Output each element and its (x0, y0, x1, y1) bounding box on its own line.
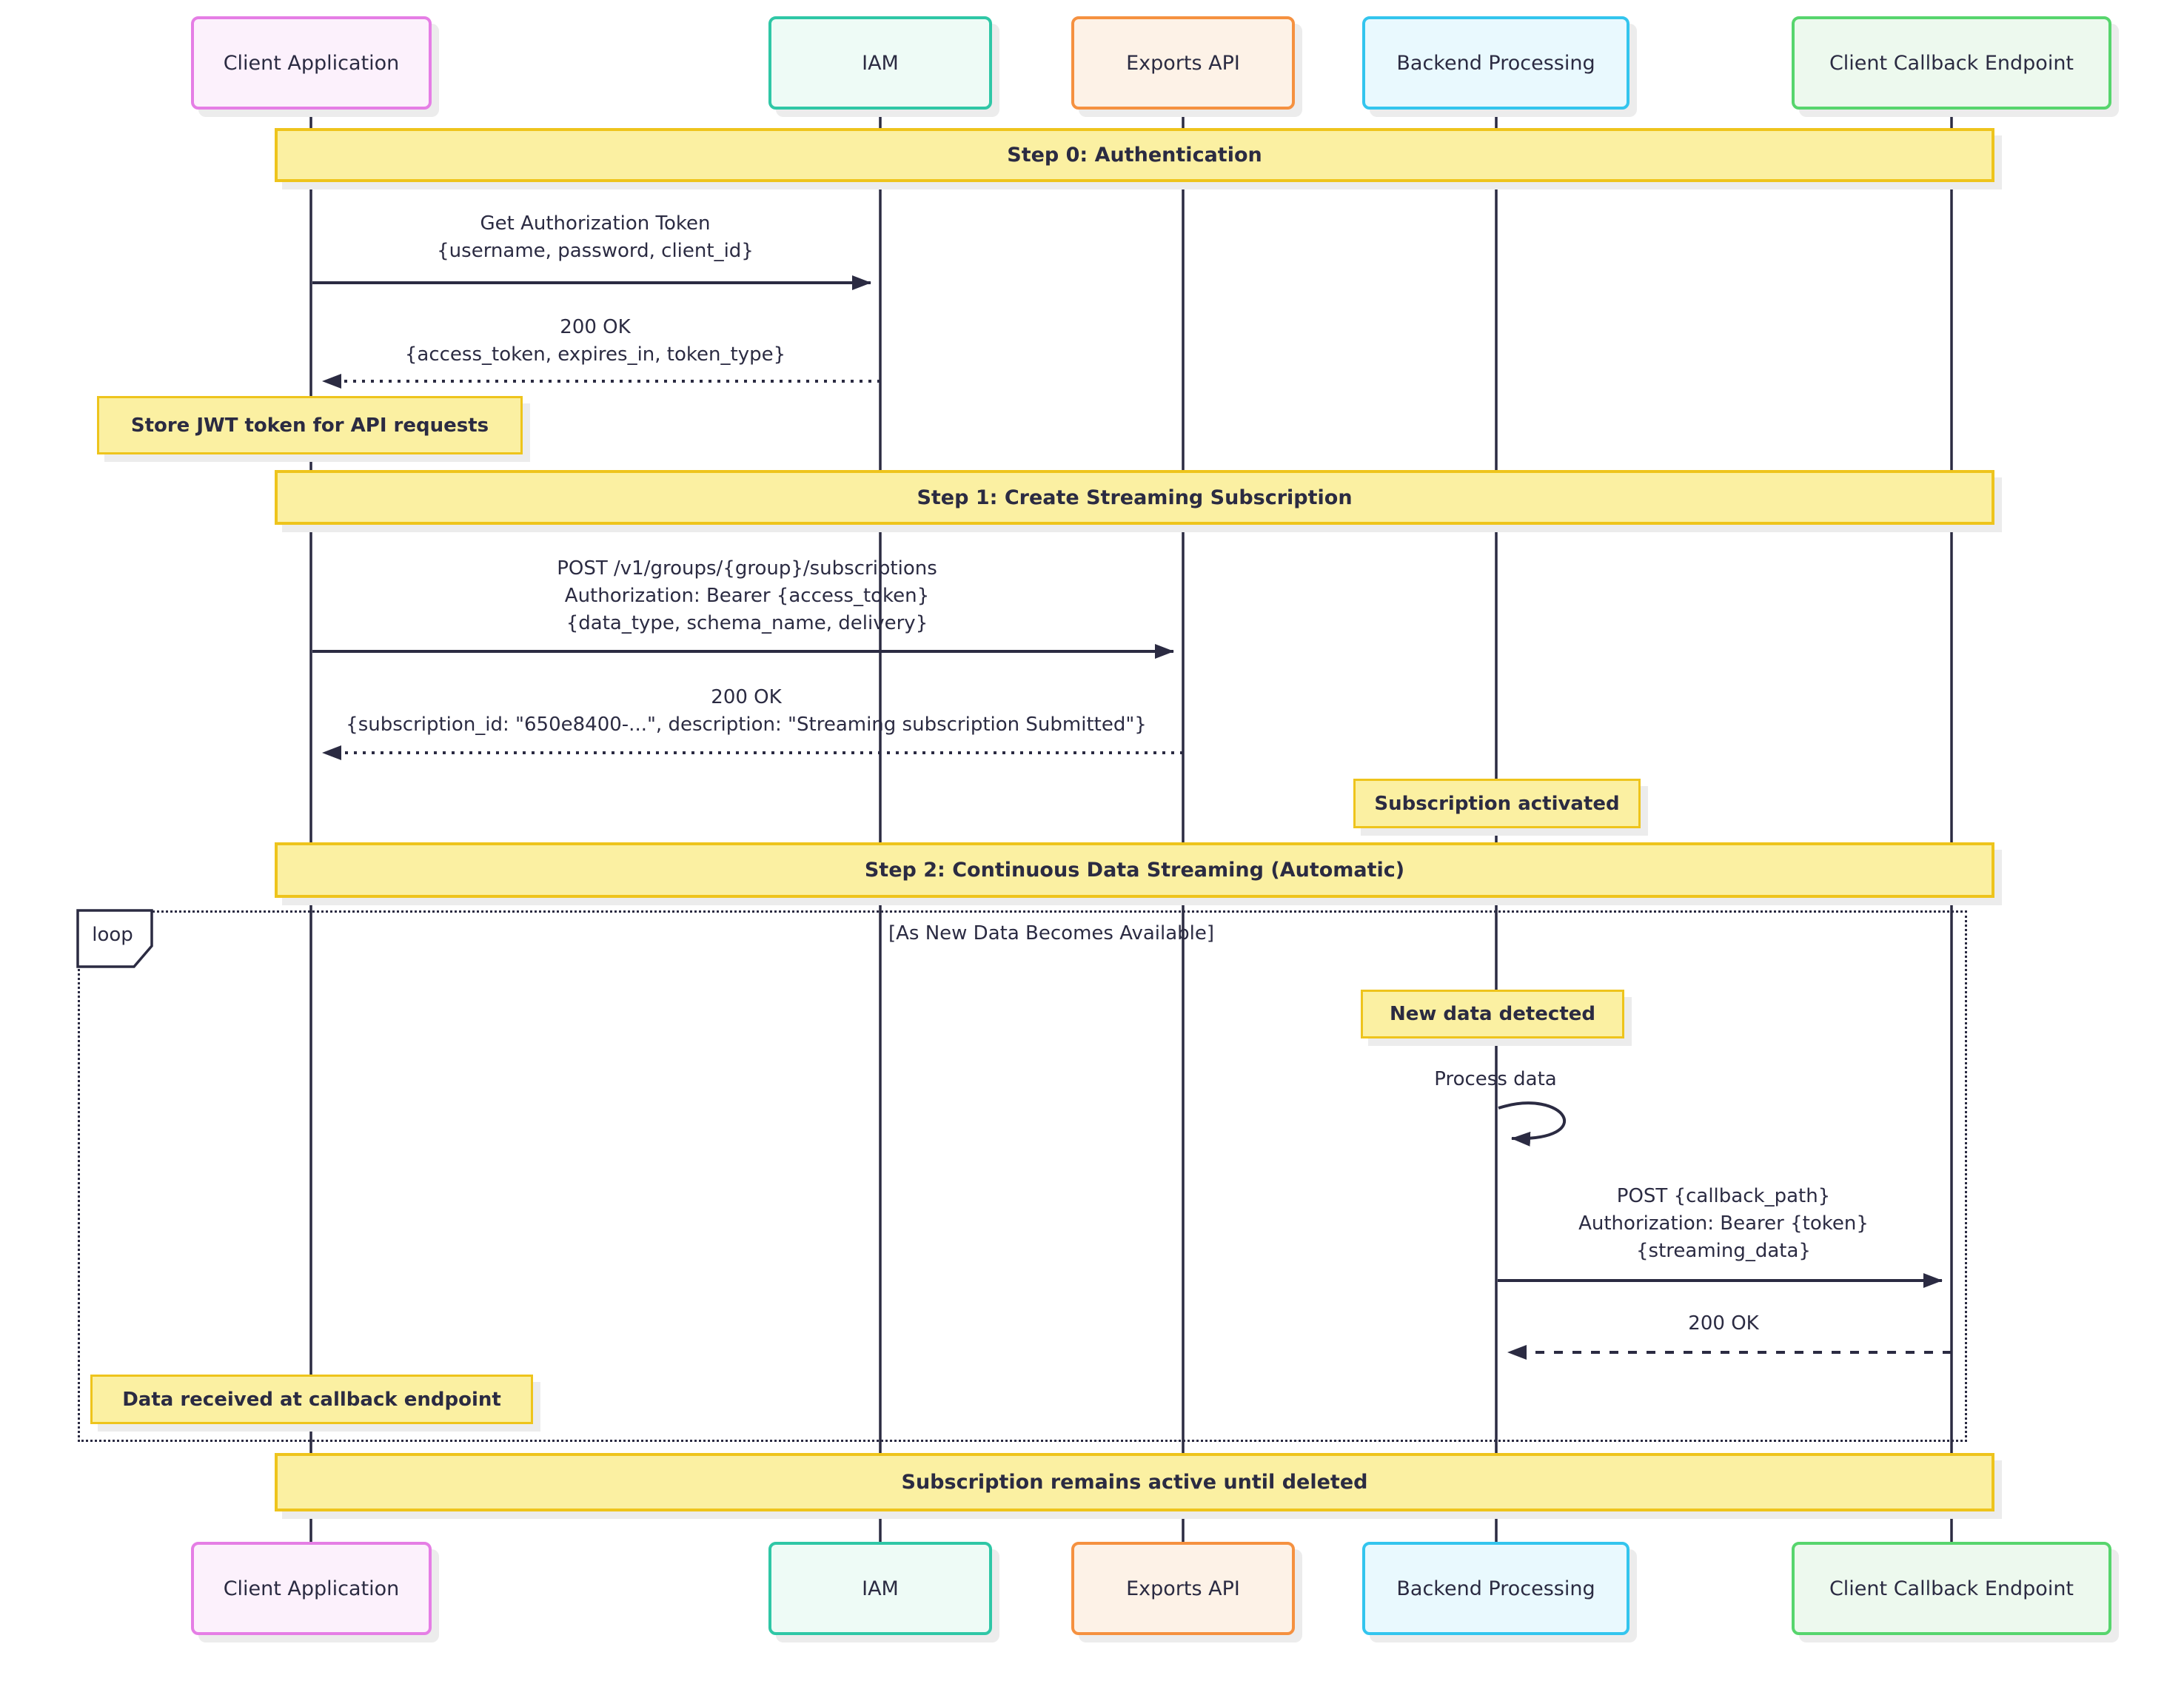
actor-bottom-client-application: Client Application (191, 1542, 432, 1635)
actor-label: IAM (862, 1577, 899, 1600)
message-post-subscriptions: POST /v1/groups/{group}/subscriptions Au… (557, 555, 937, 637)
loop-frame (78, 910, 1967, 1442)
message-line: {subscription_id: "650e8400-...", descri… (346, 714, 1147, 736)
note-data-received: Data received at callback endpoint (90, 1375, 533, 1424)
note-store-jwt-token-text: Store JWT token for API requests (130, 414, 489, 437)
banner-step-1-label: Step 1: Create Streaming Subscription (917, 486, 1353, 509)
message-line: POST /v1/groups/{group}/subscriptions (557, 557, 937, 580)
message-line: POST {callback_path} (1616, 1185, 1831, 1207)
message-callback-200-ok: 200 OK (1688, 1310, 1758, 1338)
loop-label: loop (92, 924, 133, 946)
actor-bottom-backend-processing: Backend Processing (1362, 1542, 1629, 1635)
message-line: 200 OK (560, 316, 631, 338)
actor-label: Client Callback Endpoint (1829, 51, 2074, 75)
actor-label: IAM (862, 51, 899, 75)
note-subscription-activated-text: Subscription activated (1374, 792, 1620, 815)
loop-label-box (76, 909, 153, 968)
message-get-authorization-token: Get Authorization Token {username, passw… (437, 210, 754, 265)
actor-label: Backend Processing (1396, 51, 1595, 75)
message-line: {streaming_data} (1636, 1240, 1811, 1262)
actor-label: Backend Processing (1396, 1577, 1595, 1600)
actor-label: Exports API (1126, 51, 1240, 75)
arrow-process-data-self-loop (1498, 1101, 1567, 1147)
banner-step-2-label: Step 2: Continuous Data Streaming (Autom… (864, 859, 1405, 882)
message-line: Authorization: Bearer {token} (1578, 1212, 1869, 1235)
actor-label: Client Application (223, 51, 400, 75)
banner-step-1: Step 1: Create Streaming Subscription (275, 470, 1994, 525)
message-post-callback: POST {callback_path} Authorization: Bear… (1578, 1183, 1869, 1265)
note-new-data-detected: New data detected (1361, 990, 1624, 1038)
note-store-jwt-token: Store JWT token for API requests (97, 396, 523, 454)
message-auth-200-ok: 200 OK {access_token, expires_in, token_… (405, 314, 785, 369)
actor-top-backend-processing: Backend Processing (1362, 16, 1629, 110)
banner-step-2: Step 2: Continuous Data Streaming (Autom… (275, 842, 1994, 898)
note-data-received-text: Data received at callback endpoint (122, 1388, 501, 1411)
message-line: {username, password, client_id} (437, 240, 754, 262)
message-process-data: Process data (1434, 1066, 1556, 1093)
actor-top-client-application: Client Application (191, 16, 432, 110)
message-line: {access_token, expires_in, token_type} (404, 343, 786, 366)
message-line: {data_type, schema_name, delivery} (566, 612, 928, 634)
message-subscription-200-ok: 200 OK {subscription_id: "650e8400-...",… (346, 684, 1147, 739)
banner-final: Subscription remains active until delete… (275, 1453, 1994, 1511)
actor-top-iam: IAM (768, 16, 992, 110)
actor-label: Client Callback Endpoint (1829, 1577, 2074, 1600)
message-line: Authorization: Bearer {access_token} (564, 585, 930, 607)
note-subscription-activated: Subscription activated (1353, 779, 1641, 828)
banner-final-label: Subscription remains active until delete… (901, 1471, 1368, 1494)
message-line: Get Authorization Token (480, 212, 711, 235)
actor-bottom-client-callback-endpoint: Client Callback Endpoint (1792, 1542, 2111, 1635)
banner-step-0-label: Step 0: Authentication (1007, 144, 1262, 167)
message-line: 200 OK (711, 686, 782, 708)
actor-label: Exports API (1126, 1577, 1240, 1600)
actor-top-client-callback-endpoint: Client Callback Endpoint (1792, 16, 2111, 110)
actor-bottom-iam: IAM (768, 1542, 992, 1635)
loop-condition: [As New Data Becomes Available] (888, 922, 1215, 944)
note-new-data-detected-text: New data detected (1389, 1003, 1596, 1025)
actor-label: Client Application (223, 1577, 400, 1600)
banner-step-0: Step 0: Authentication (275, 128, 1994, 182)
actor-bottom-exports-api: Exports API (1071, 1542, 1295, 1635)
actor-top-exports-api: Exports API (1071, 16, 1295, 110)
message-line: Process data (1434, 1068, 1557, 1090)
message-line: 200 OK (1688, 1312, 1759, 1335)
